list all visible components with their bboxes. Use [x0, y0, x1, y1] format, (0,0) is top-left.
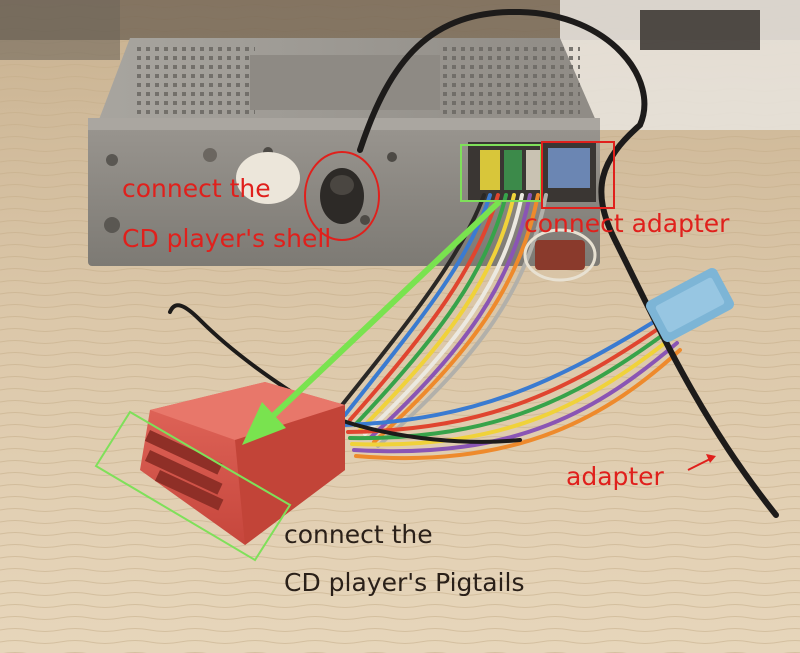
highlight-red-box: [541, 141, 615, 209]
label-connect-pigtails-line1: connect the: [284, 520, 433, 549]
red-pointer-arrow: [687, 457, 713, 471]
green-arrow-shaft: [255, 200, 501, 433]
label-connect-pigtails-line2: CD player's Pigtails: [284, 568, 525, 597]
label-connect-shell-line2: CD player's shell: [122, 224, 332, 253]
label-adapter: adapter: [566, 462, 664, 491]
highlight-green-box-plug: [94, 410, 292, 562]
label-connect-adapter: connect adapter: [524, 209, 730, 238]
green-arrow-head: [242, 402, 286, 445]
highlight-red-circle: [304, 151, 380, 241]
label-connect-shell-line1: connect the: [122, 174, 271, 203]
